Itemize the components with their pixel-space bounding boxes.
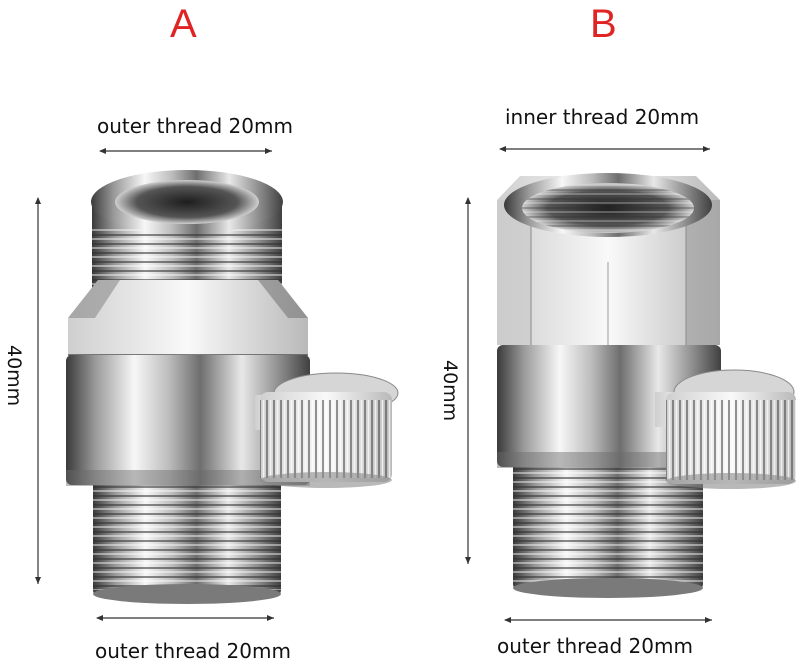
variant-b-top-label: inner thread 20mm	[505, 105, 700, 129]
variant-b-bottom-label: outer thread 20mm	[497, 634, 693, 658]
variant-b-letter: B	[590, 2, 617, 46]
variant-a-letter: A	[170, 2, 197, 46]
variant-a-bottom-label: outer thread 20mm	[95, 639, 291, 663]
valve-a	[66, 170, 399, 604]
valve-b	[497, 173, 796, 598]
variant-a-top-label: outer thread 20mm	[97, 114, 293, 138]
